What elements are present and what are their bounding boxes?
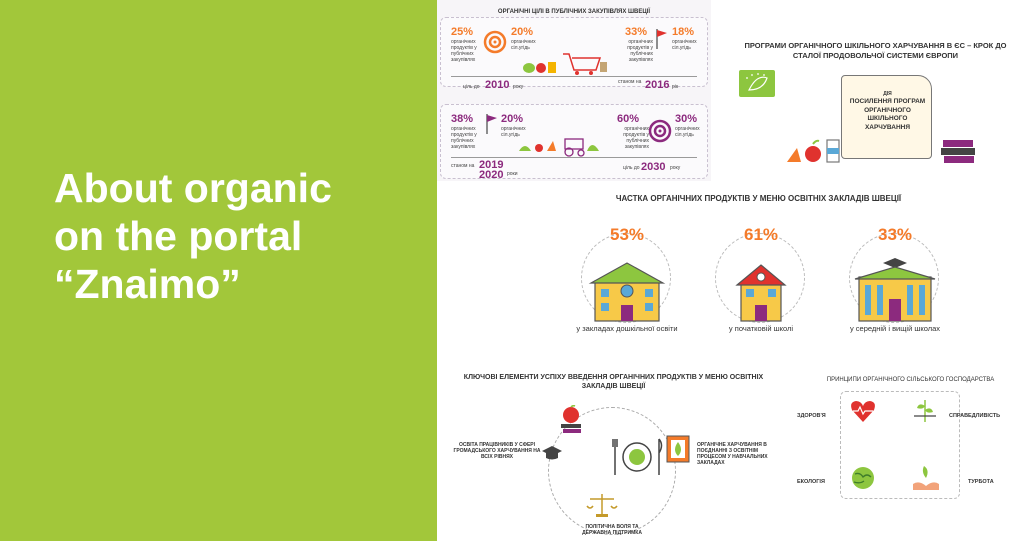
principle-fairness: СПРАВЕДЛИВІСТЬ [949,413,1001,419]
hands-plant-icon [913,466,939,490]
year: 2010 [485,79,510,91]
target-icon [483,30,507,54]
infographic-organic-principles: ПРИНЦИПИ ОРГАНІЧНОГО СІЛЬСЬКОГО ГОСПОДАР… [791,368,1030,540]
element-label-education: ОСВІТА ПРАЦІВНИКІВ У СФЕРІ ГРОМАДСЬКОГО … [453,442,541,460]
principles-title: ПРИНЦИПИ ОРГАНІЧНОГО СІЛЬСЬКОГО ГОСПОДАР… [826,377,995,383]
share-label: у початковій школі [728,324,794,333]
eu-organic-logo-icon [739,70,775,97]
plate-cutlery-icon [612,438,663,475]
stat-percent: 60% [617,113,640,125]
target-icon [648,119,672,143]
year-prefix: ціль до [623,165,640,171]
globe-leaves-icon [852,467,874,489]
scales-plant-icon [914,400,936,422]
stat-caption: органічних сіл.угідь [675,126,700,138]
primary-school-icon [735,264,787,322]
stat-caption: органічних продуктів у публічних закупів… [627,39,653,63]
infographic-eu-school-programs: ПРОГРАМИ ОРГАНІЧНОГО ШКІЛЬНОГО ХАРЧУВАНН… [717,30,1030,174]
stat-percent: 20% [501,113,524,125]
share-item-secondary: 33% у середній і вищій школах [839,225,951,355]
element-label-curriculum: ОРГАНІЧНЕ ХАРЧУВАННЯ В ПОЄДНАННІ З ОСВІТ… [697,442,768,466]
organic-share-title: ЧАСТКА ОРГАНІЧНИХ ПРОДУКТІВ У МЕНЮ ОСВІТ… [615,194,902,203]
scroll-text: ПОСИЛЕННЯ ПРОГРАМ ОРГАНІЧНОГО ШКІЛЬНОГО … [849,98,926,131]
dashed-circle [715,233,805,323]
stat-caption: органічних продуктів у публічних закупів… [623,126,649,150]
organic-book-icon [666,435,690,463]
stat-percent: 38% [451,113,474,125]
headline-line-3: “Znaimo” [54,261,241,307]
timeline-line [451,157,697,158]
share-item-preschool: 53% у закладах дошкільної освіти [571,225,683,355]
principle-ecology: ЕКОЛОГІЯ [797,479,825,485]
share-percent: 61% [743,225,779,244]
stat-caption: органічних продуктів у публічних закупів… [451,126,477,150]
stat-percent: 20% [511,26,534,38]
stat-percent: 33% [625,26,648,38]
kindergarten-building-icon [588,262,666,322]
year-prefix: станом на [618,79,642,85]
headline-line-1: About organic [54,165,332,211]
stat-caption: органічних сіл.угідь [511,39,536,51]
key-elements-title: КЛЮЧОВІ ЕЛЕМЕНТИ УСПІХУ ВВЕДЕННЯ ОРГАНІЧ… [463,374,764,390]
dashed-circle [849,233,939,323]
year-suffix: року [513,84,524,90]
stat-percent: 18% [672,26,695,38]
scroll-label: ДІЯ [883,91,892,97]
scales-icon [586,494,618,517]
year: 2016 [645,79,670,91]
graduation-cap-icon [542,446,562,460]
principle-health: ЗДОРОВ'Я [797,413,826,419]
year-prefix: ціль до [463,84,480,90]
vegetables-tractor-icon [519,138,599,157]
books-icon [941,140,975,163]
dashed-circle [581,233,671,323]
leaf-icon [746,73,768,91]
targets-box-2010-2016: 25% органічних продуктів у публічних зак… [440,17,708,91]
share-percent: 33% [877,225,913,244]
dashed-ring [548,407,676,535]
heart-health-icon [851,401,875,422]
share-label: у закладах дошкільної освіти [576,324,678,333]
left-panel: About organic on the portal “Znaimo” [0,0,437,541]
flag-icon [656,29,667,49]
stat-percent: 30% [675,113,698,125]
year-suffix: року [670,165,681,171]
infographic-procurement-targets: ОРГАНІЧНІ ЦІЛІ В ПУБЛІЧНИХ ЗАКУПІВЛЯХ ШВ… [437,0,711,181]
share-item-primary: 61% у початковій школі [705,225,817,355]
stat-caption: органічних сіл.угідь [672,39,697,51]
produce-cart-icon [523,53,607,75]
share-percent: 53% [609,225,645,244]
eu-programs-title: ПРОГРАМИ ОРГАНІЧНОГО ШКІЛЬНОГО ХАРЧУВАНН… [744,41,1007,60]
headline-line-2: on the portal [54,213,303,259]
action-scroll: ДІЯ ПОСИЛЕННЯ ПРОГРАМ ОРГАНІЧНОГО ШКІЛЬН… [841,75,932,159]
year: 2030 [641,161,666,173]
year: 2019 [479,159,504,171]
apple-books-icon [561,405,581,433]
year: 2020 [479,169,504,181]
targets-box-2020-2030: 38% органічних продуктів у публічних зак… [440,104,708,181]
stat-percent: 25% [451,26,474,38]
year-prefix: станом на [451,163,475,169]
infographic-key-elements: КЛЮЧОВІ ЕЛЕМЕНТИ УСПІХУ ВВЕДЕННЯ ОРГАНІЧ… [437,362,790,541]
puzzle-outline [840,391,960,499]
stat-caption: органічних продуктів у публічних закупів… [451,39,477,63]
food-icons [787,139,840,163]
element-label-policy: ПОЛІТИЧНА ВОЛЯ ТА ДЕРЖАВНА ПІДТРИМКА [582,524,642,536]
infographic-organic-share: ЧАСТКА ОРГАНІЧНИХ ПРОДУКТІВ У МЕНЮ ОСВІТ… [557,185,960,360]
share-label: у середній і вищій школах [849,324,941,333]
university-building-icon [854,258,936,322]
timeline-line [451,76,697,77]
principle-care: ТУРБОТА [968,479,994,485]
procurement-title: ОРГАНІЧНІ ЦІЛІ В ПУБЛІЧНИХ ЗАКУПІВЛЯХ ШВ… [497,9,651,15]
flag-icon [486,114,497,134]
year-suffix: рік [672,84,679,90]
stat-caption: органічних сіл.угідь [501,126,526,138]
headline: About organic on the portal “Znaimo” [54,164,424,308]
year-suffix: роки [507,171,518,177]
